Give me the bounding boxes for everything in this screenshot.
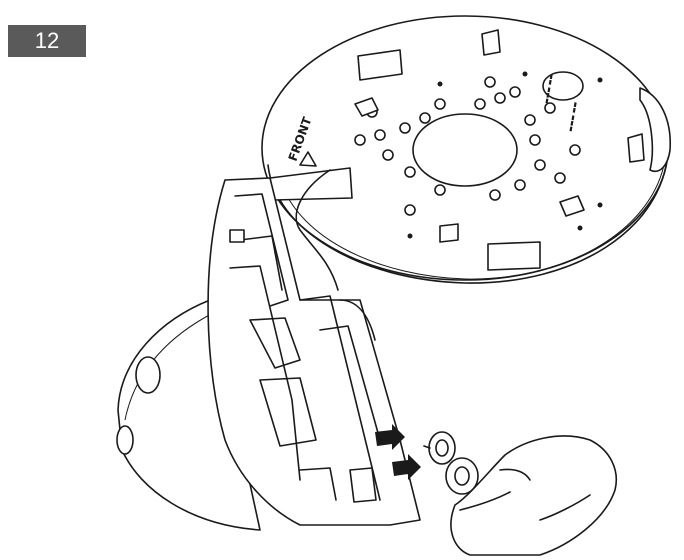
step-number-badge: 12 (8, 25, 86, 57)
plate-screw-holes (354, 71, 603, 239)
mounting-plate: ▬▬▬ ▬▬ ▬▬▬ ▬▬ FRONT (261, 15, 671, 284)
plate-slot-top (357, 49, 403, 81)
screw-icon (423, 431, 456, 465)
arrow-right-icon (375, 424, 405, 450)
hand-icon (450, 435, 617, 556)
housing-label-plate (229, 229, 245, 243)
camera-lens-2 (116, 425, 134, 455)
arrow-right-icon (392, 454, 421, 480)
front-arrow-icon (299, 151, 317, 167)
plate-slot-bottom (487, 241, 541, 271)
camera-dome (117, 299, 261, 531)
center-hole (412, 113, 518, 187)
safety-wire (295, 169, 339, 291)
dome-camera (116, 299, 261, 531)
screw-icon (445, 457, 479, 495)
plate-round-boss (542, 71, 584, 101)
plate-side-tab (639, 87, 671, 172)
camera-lens-1 (135, 356, 161, 394)
camera-housing (207, 177, 421, 526)
housing-connector (349, 467, 377, 503)
